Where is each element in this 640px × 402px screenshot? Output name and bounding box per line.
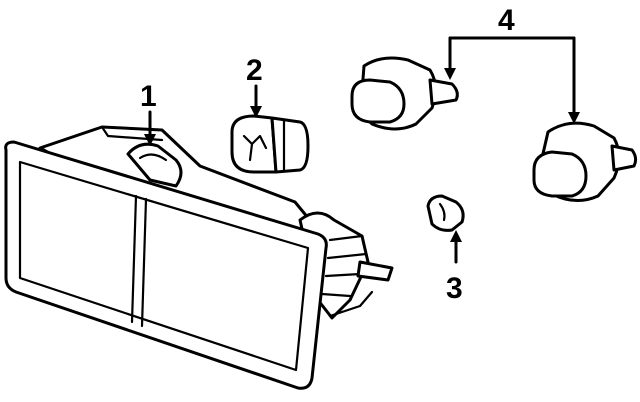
socket-lower	[532, 121, 638, 202]
socket-upper	[350, 56, 459, 131]
leader-1	[144, 110, 156, 146]
callout-1: 1	[140, 80, 157, 113]
small-bulb	[426, 194, 465, 232]
callout-2: 2	[246, 54, 263, 87]
callout-3: 3	[446, 272, 463, 305]
callout-4: 4	[498, 4, 515, 37]
leader-4	[444, 36, 580, 124]
leader-2	[250, 84, 262, 118]
wedge-bulb	[230, 114, 310, 174]
lamp-housing	[4, 125, 394, 390]
leader-3	[450, 230, 462, 264]
